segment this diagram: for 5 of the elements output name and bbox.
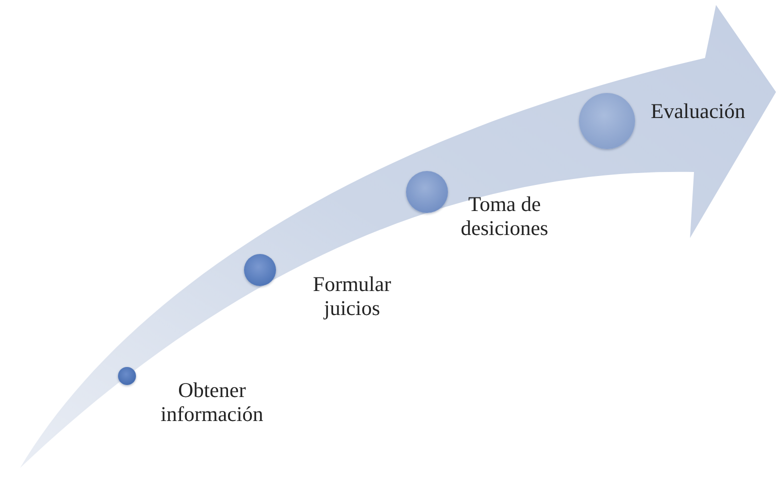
step-label: Obtener información [160,378,264,426]
step-label: Formular juicios [312,272,392,320]
step-label: Toma de desiciones [460,192,550,240]
circle-marker [118,367,136,385]
step-label: Evaluación [650,99,746,123]
